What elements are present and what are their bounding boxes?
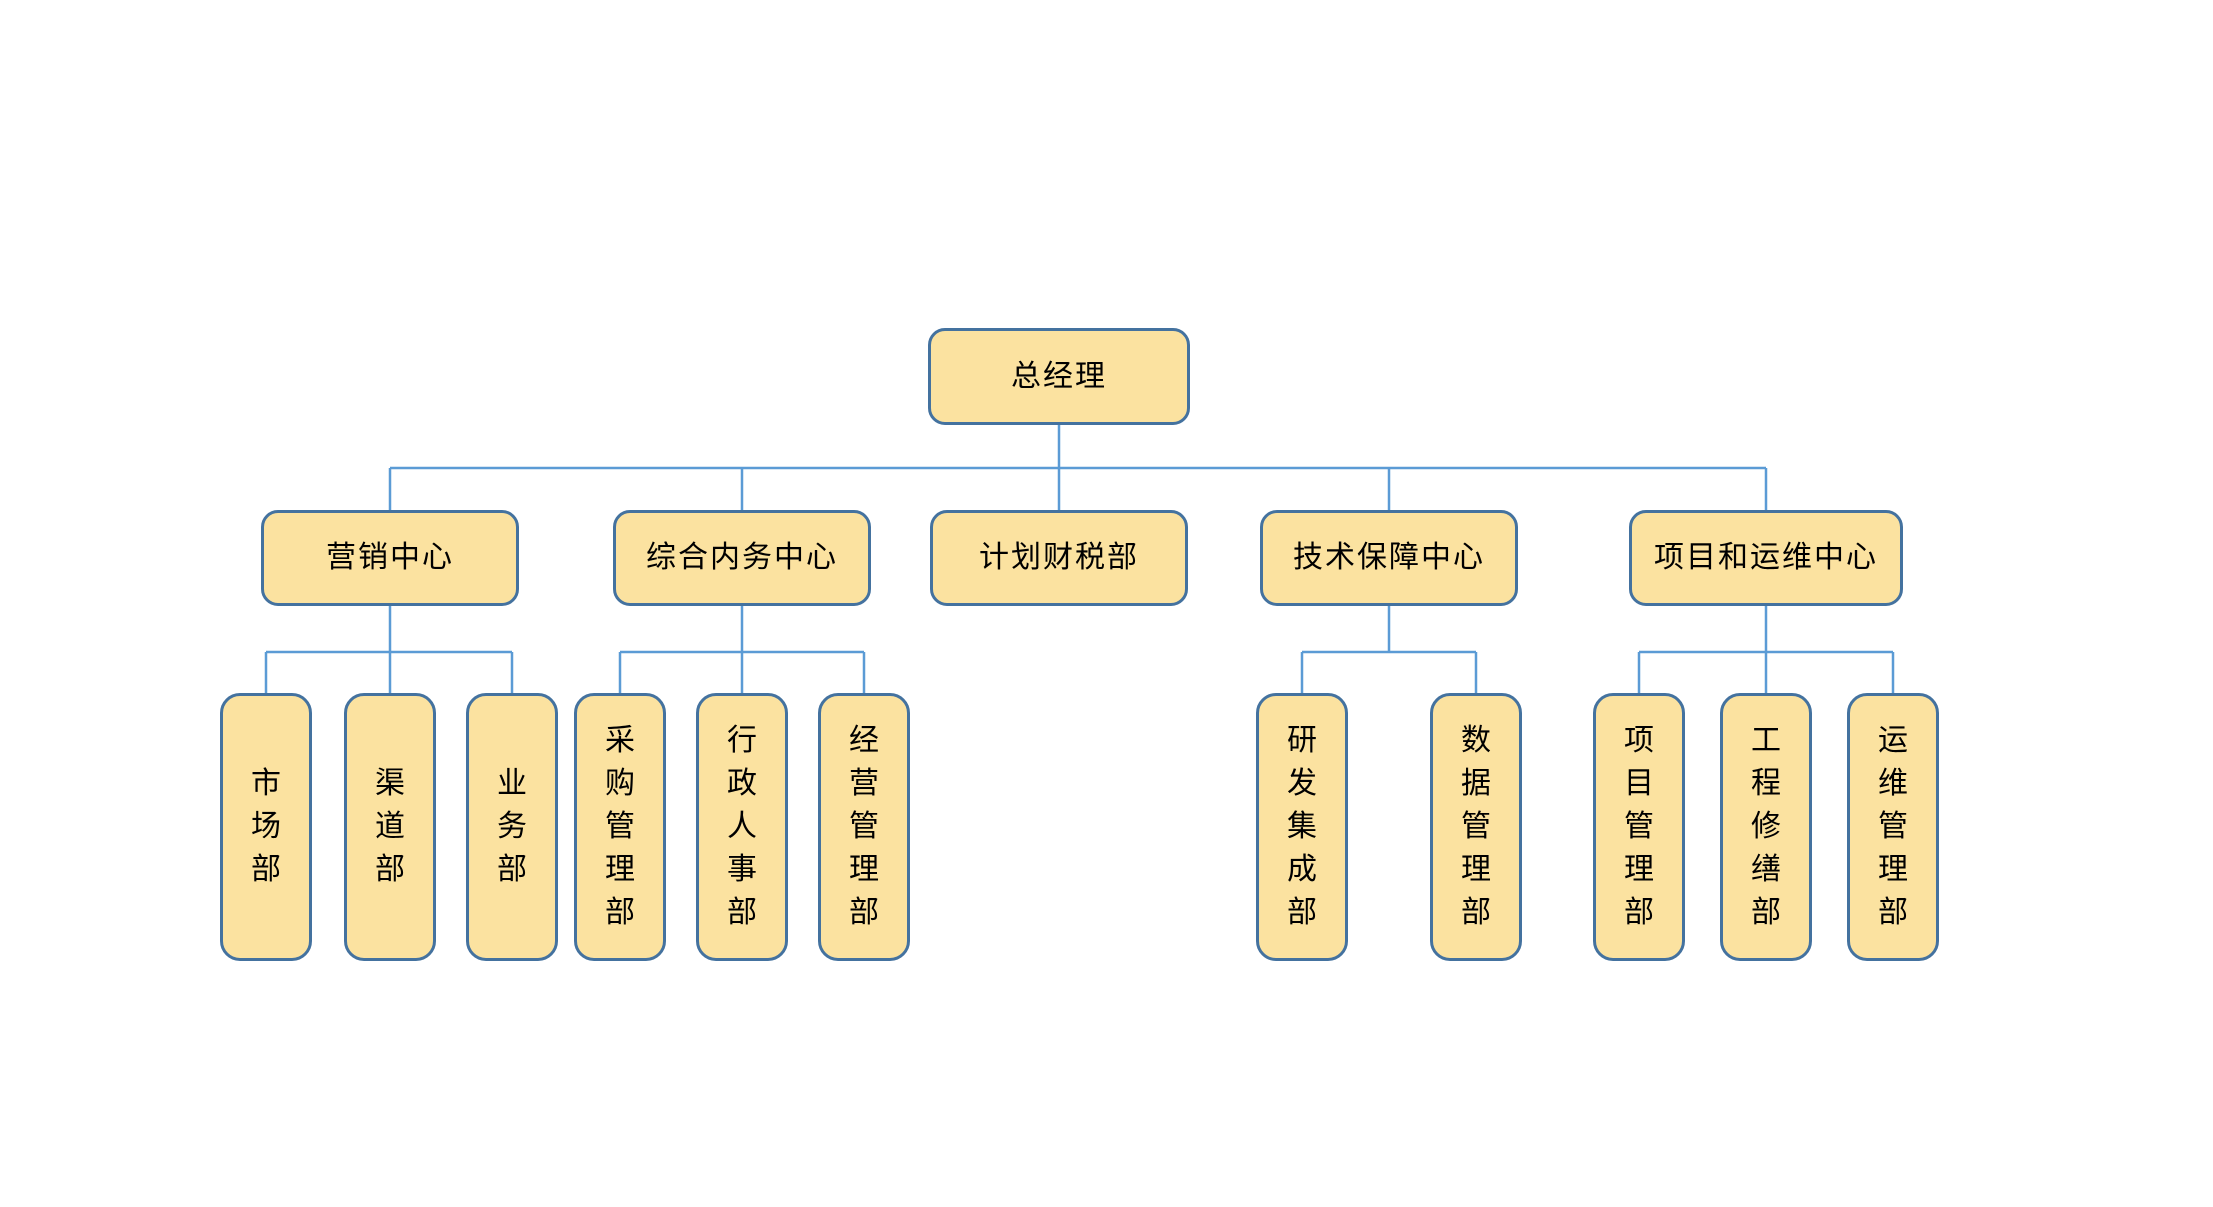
connector-tier1-drops (388, 468, 1768, 510)
node-label: 运维管理部 (1878, 724, 1908, 929)
node-operations-maintenance-dept: 运维管理部 (1847, 693, 1939, 961)
node-label: 综合内务中心 (646, 541, 838, 574)
node-general-affairs-center: 综合内务中心 (613, 510, 871, 606)
node-technical-support-center: 技术保障中心 (1260, 510, 1518, 606)
node-project-management-dept: 项目管理部 (1593, 693, 1685, 961)
node-label: 采购管理部 (605, 724, 635, 929)
node-label: 技术保障中心 (1293, 541, 1485, 574)
node-planning-finance-tax-dept: 计划财税部 (930, 510, 1188, 606)
node-label: 行政人事部 (727, 724, 757, 929)
node-label: 业务部 (497, 767, 527, 886)
node-label: 项目和运维中心 (1654, 541, 1878, 574)
node-general-manager: 总经理 (928, 328, 1190, 425)
node-label: 渠道部 (375, 767, 405, 886)
connector-group-marketing (264, 606, 514, 693)
connector-group-general-affairs (618, 606, 866, 693)
node-project-operations-center: 项目和运维中心 (1629, 510, 1903, 606)
node-data-management-dept: 数据管理部 (1430, 693, 1522, 961)
node-operation-management-dept: 经营管理部 (818, 693, 910, 961)
node-label: 营销中心 (326, 541, 454, 574)
node-label: 数据管理部 (1461, 724, 1491, 929)
node-label: 计划财税部 (979, 541, 1139, 574)
node-business-dept: 业务部 (466, 693, 558, 961)
node-marketing-center: 营销中心 (261, 510, 519, 606)
node-label: 项目管理部 (1624, 724, 1654, 929)
node-label: 经营管理部 (849, 724, 879, 929)
node-admin-hr-dept: 行政人事部 (696, 693, 788, 961)
node-procurement-management-dept: 采购管理部 (574, 693, 666, 961)
node-rd-integration-dept: 研发集成部 (1256, 693, 1348, 961)
node-channel-dept: 渠道部 (344, 693, 436, 961)
node-label: 研发集成部 (1287, 724, 1317, 929)
node-label: 总经理 (1011, 359, 1107, 393)
node-market-dept: 市场部 (220, 693, 312, 961)
node-label: 工程修缮部 (1751, 724, 1781, 929)
node-label: 市场部 (251, 767, 281, 886)
node-engineering-repair-dept: 工程修缮部 (1720, 693, 1812, 961)
connector-group-technical-support (1300, 606, 1478, 693)
connector-group-project-operations (1637, 606, 1895, 693)
